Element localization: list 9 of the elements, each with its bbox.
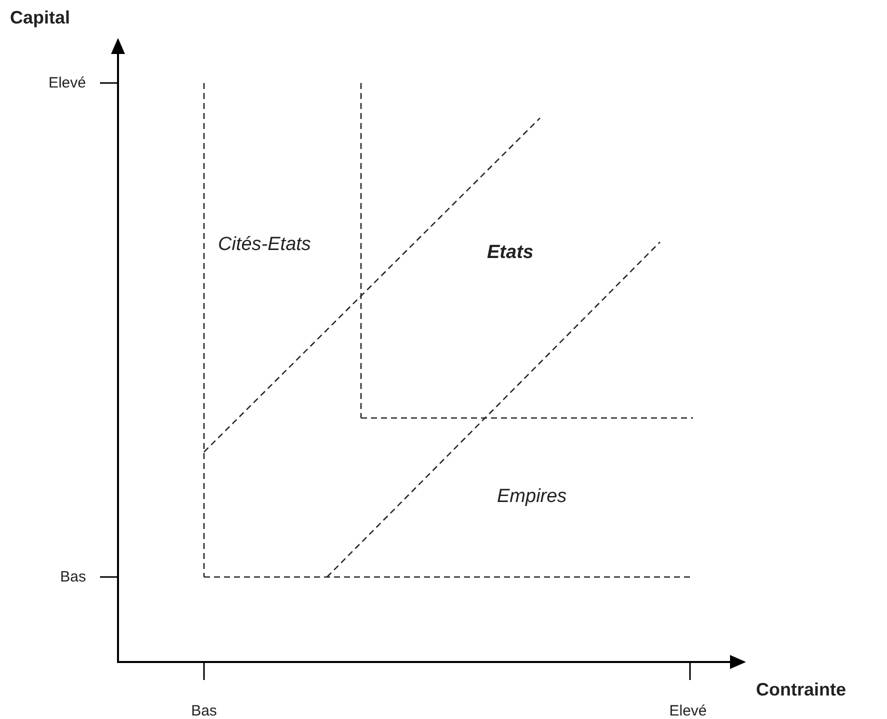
tick-label: Bas bbox=[60, 568, 86, 586]
axis-title: Capital bbox=[10, 8, 70, 28]
axis-title: Contrainte bbox=[756, 680, 846, 700]
tick-label: Elevé bbox=[669, 702, 707, 719]
tick-label: Bas bbox=[191, 702, 217, 719]
region-label: Cités-Etats bbox=[218, 234, 311, 256]
tick-label: Elevé bbox=[48, 74, 86, 92]
region-label: Empires bbox=[497, 486, 567, 508]
region-label: Etats bbox=[487, 242, 534, 264]
